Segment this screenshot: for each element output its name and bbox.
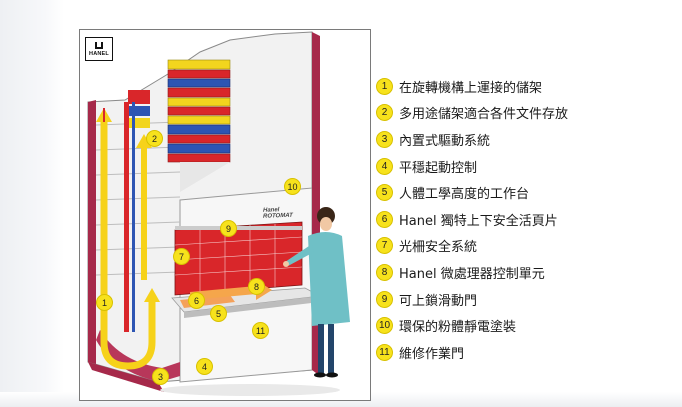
hanel-logo: HANEL xyxy=(85,37,113,61)
callout-marker-6: 6 xyxy=(188,292,205,309)
callout-marker-9: 9 xyxy=(220,220,237,237)
legend-item: 2 多用途儲架適合各件文件存放 xyxy=(376,100,676,127)
legend-label: 多用途儲架適合各件文件存放 xyxy=(399,107,569,123)
legend-label: 光柵安全系統 xyxy=(399,240,478,256)
legend-label: 維修作業門 xyxy=(399,346,465,362)
callout-marker-8: 8 xyxy=(248,278,265,295)
legend-item: 3 內置式驅動系統 xyxy=(376,126,676,153)
callout-marker-11: 11 xyxy=(252,322,269,339)
legend-badge: 9 xyxy=(376,290,393,308)
legend-item: 10 環保的粉體靜電塗裝 xyxy=(376,312,676,339)
callout-marker-5: 5 xyxy=(210,305,227,322)
legend-badge: 7 xyxy=(376,237,393,255)
legend-label: 在旋轉機構上運接的儲架 xyxy=(399,80,543,96)
logo-text: HANEL xyxy=(89,50,109,57)
callout-marker-1: 1 xyxy=(96,294,113,311)
legend-item: 6 Hanel 獨特上下安全活頁片 xyxy=(376,206,676,233)
callout-marker-4: 4 xyxy=(196,358,213,375)
legend-label: 環保的粉體靜電塗裝 xyxy=(399,320,517,336)
legend-badge: 3 xyxy=(376,130,393,148)
legend-badge: 8 xyxy=(376,263,393,281)
legend-item: 8 Hanel 微處理器控制單元 xyxy=(376,259,676,286)
logo-mark xyxy=(95,41,103,49)
operator-figure xyxy=(283,207,350,378)
legend-item: 1 在旋轉機構上運接的儲架 xyxy=(376,73,676,100)
legend-badge: 5 xyxy=(376,184,393,202)
legend-item: 5 人體工學高度的工作台 xyxy=(376,179,676,206)
legend-label: 平穩起動控制 xyxy=(399,160,478,176)
callout-marker-10: 10 xyxy=(284,178,301,195)
callout-marker-2: 2 xyxy=(146,130,163,147)
callout-marker-7: 7 xyxy=(173,248,190,265)
legend-label: 人體工學高度的工作台 xyxy=(399,187,530,203)
legend-badge: 6 xyxy=(376,210,393,228)
legend-badge: 1 xyxy=(376,77,393,95)
legend-item: 7 光柵安全系統 xyxy=(376,233,676,260)
rotomat-brand-label: Hanel ROTOMAT xyxy=(263,207,293,220)
feature-legend: 1 在旋轉機構上運接的儲架 2 多用途儲架適合各件文件存放 3 內置式驅動系統 … xyxy=(376,73,676,366)
legend-item: 9 可上鎖滑動門 xyxy=(376,286,676,313)
cabinet-drawing xyxy=(87,31,350,396)
callout-marker-3: 3 xyxy=(152,368,169,385)
legend-label: 內置式驅動系統 xyxy=(399,133,491,149)
legend-badge: 4 xyxy=(376,157,393,175)
legend-badge: 11 xyxy=(376,343,393,361)
legend-badge: 2 xyxy=(376,104,393,122)
legend-label: 可上鎖滑動門 xyxy=(399,293,478,309)
legend-item: 11 維修作業門 xyxy=(376,339,676,366)
legend-badge: 10 xyxy=(376,317,393,335)
legend-label: Hanel 獨特上下安全活頁片 xyxy=(399,213,558,229)
rotomat-illustration: HANEL Hanel ROTOMAT 1 2 3 4 5 6 7 8 9 10… xyxy=(79,29,371,401)
legend-item: 4 平穩起動控制 xyxy=(376,153,676,180)
legend-label: Hanel 微處理器控制單元 xyxy=(399,266,545,282)
left-shade xyxy=(0,0,64,407)
